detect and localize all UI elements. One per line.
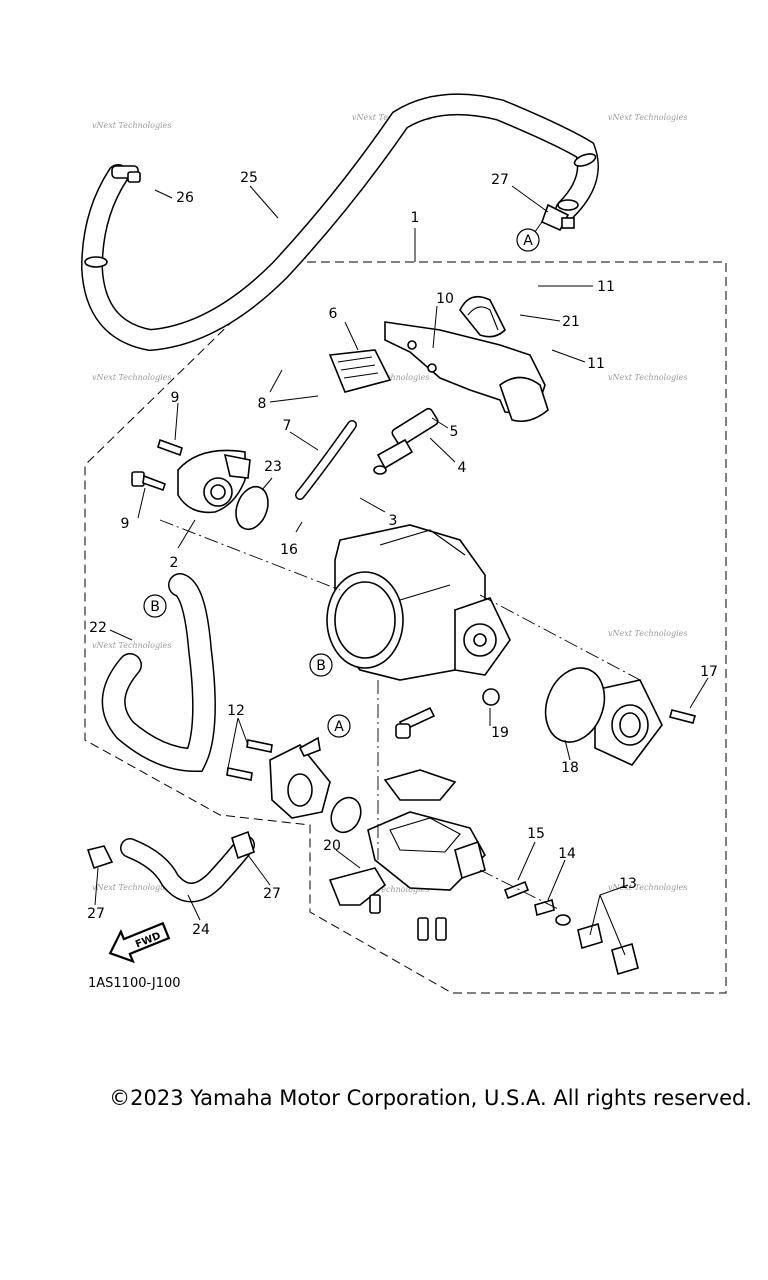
bottom-screws (369, 894, 447, 941)
callout-number: 16 (280, 542, 298, 558)
ref-a-bottom: A (327, 714, 351, 738)
o-ring-intake (330, 796, 362, 834)
watermark: vNext Technologies (608, 883, 687, 892)
pressure-regulator (499, 376, 549, 423)
watermark: vNext Technologies (92, 883, 171, 892)
clamp-27-right (231, 830, 255, 860)
callout-number: 5 (450, 424, 459, 440)
hose-22-inner (103, 574, 215, 771)
breather-hose-inner (82, 94, 598, 350)
callout-number: 25 (240, 170, 258, 186)
callout-number: 14 (558, 846, 576, 862)
hose-7-inner (296, 421, 356, 499)
hose-end (573, 153, 597, 167)
callout-number: 26 (176, 190, 194, 206)
adjust-screw-set (503, 880, 639, 976)
callout-number: 8 (258, 396, 267, 412)
callout-number: 11 (597, 279, 615, 295)
throttle-body (326, 524, 486, 681)
ref-b-body: B (309, 653, 333, 677)
watermark: vNext Technologies (350, 885, 429, 894)
callout-number: 3 (389, 513, 398, 529)
watermarks: vNext Technologies vNext Technologies vN… (92, 113, 687, 894)
callout-number: 23 (264, 459, 282, 475)
watermark: vNext Technologies (608, 113, 687, 122)
parts-diagram: vNext Technologies vNext Technologies vN… (80, 93, 727, 994)
ref-label: A (523, 233, 533, 249)
callout-number: 22 (89, 620, 107, 636)
lower-body (367, 811, 486, 891)
hose-end (557, 199, 579, 211)
callout-number: 27 (491, 172, 509, 188)
callout-number: 9 (121, 516, 130, 532)
callout-number: 9 (171, 390, 180, 406)
sensor-connector (328, 349, 392, 393)
callout-number: 1 (411, 210, 420, 226)
callout-number: 13 (619, 876, 637, 892)
hose-end (84, 256, 108, 268)
callout-number: 18 (561, 760, 579, 776)
breather-hose (80, 93, 599, 352)
watermark: vNext Technologies (608, 629, 687, 638)
gasket-18 (544, 667, 606, 743)
callout-number: 12 (227, 703, 245, 719)
watermark: vNext Technologies (92, 373, 171, 382)
cover-plate (594, 679, 663, 766)
callout-number: 11 (587, 356, 605, 372)
callout-number: 4 (458, 460, 467, 476)
throttle-position-sensor (177, 449, 251, 514)
hose-24-inner (121, 836, 254, 901)
ref-label: A (334, 719, 344, 735)
rail-bolt-hole (427, 363, 437, 373)
bracket-21-edge (467, 306, 499, 331)
callout-number: 27 (263, 886, 281, 902)
copyright-notice: ©2023 Yamaha Motor Corporation, U.S.A. A… (109, 1086, 752, 1110)
rail-bolt-hole (407, 340, 417, 350)
gasket-upper (383, 769, 457, 801)
callout-number: 19 (491, 725, 509, 741)
idle-screw-head (395, 723, 411, 739)
ref-b-left: B (143, 594, 167, 618)
alignment-line (479, 594, 641, 681)
bracket-21 (459, 295, 506, 338)
callout-number: 15 (527, 826, 545, 842)
fuel-injector (373, 407, 439, 475)
alignment-line (159, 519, 341, 591)
ref-label: B (150, 599, 160, 615)
clamp-27-top (540, 203, 575, 232)
ref-a-top: A (516, 228, 540, 252)
assembly-outline (84, 261, 727, 994)
callout-number: 10 (436, 291, 454, 307)
watermark: vNext Technologies (350, 373, 429, 382)
callout-number: 24 (192, 922, 210, 938)
fwd-arrow-icon: FWD (108, 921, 171, 964)
throttle-cam (454, 597, 511, 676)
ref-label: B (316, 658, 326, 674)
callout-number: 21 (562, 314, 580, 330)
bolt-17 (669, 709, 696, 724)
part-19 (482, 688, 500, 706)
intake-joint (269, 736, 331, 819)
alignment-line (479, 869, 561, 911)
leader-lines (94, 185, 709, 956)
watermark: vNext Technologies (608, 373, 687, 382)
callout-number: 6 (329, 306, 338, 322)
watermark: vNext Technologies (92, 641, 171, 650)
callouts: 1 2 3 4 5 6 7 8 9 9 10 11 11 12 13 14 15… (87, 170, 718, 938)
callout-number: 20 (323, 838, 341, 854)
o-ring-23 (235, 485, 269, 531)
callout-number: 7 (283, 418, 292, 434)
diagram-code: 1AS1100-J100 (88, 976, 181, 991)
screw-9 (131, 438, 183, 492)
watermark: vNext Technologies (92, 121, 171, 130)
callout-number: 27 (87, 906, 105, 922)
clamp-26 (111, 165, 141, 183)
callout-number: 17 (700, 664, 718, 680)
callout-number: 2 (170, 555, 179, 571)
screws-12 (226, 739, 273, 781)
clamp-27-left (86, 845, 114, 870)
